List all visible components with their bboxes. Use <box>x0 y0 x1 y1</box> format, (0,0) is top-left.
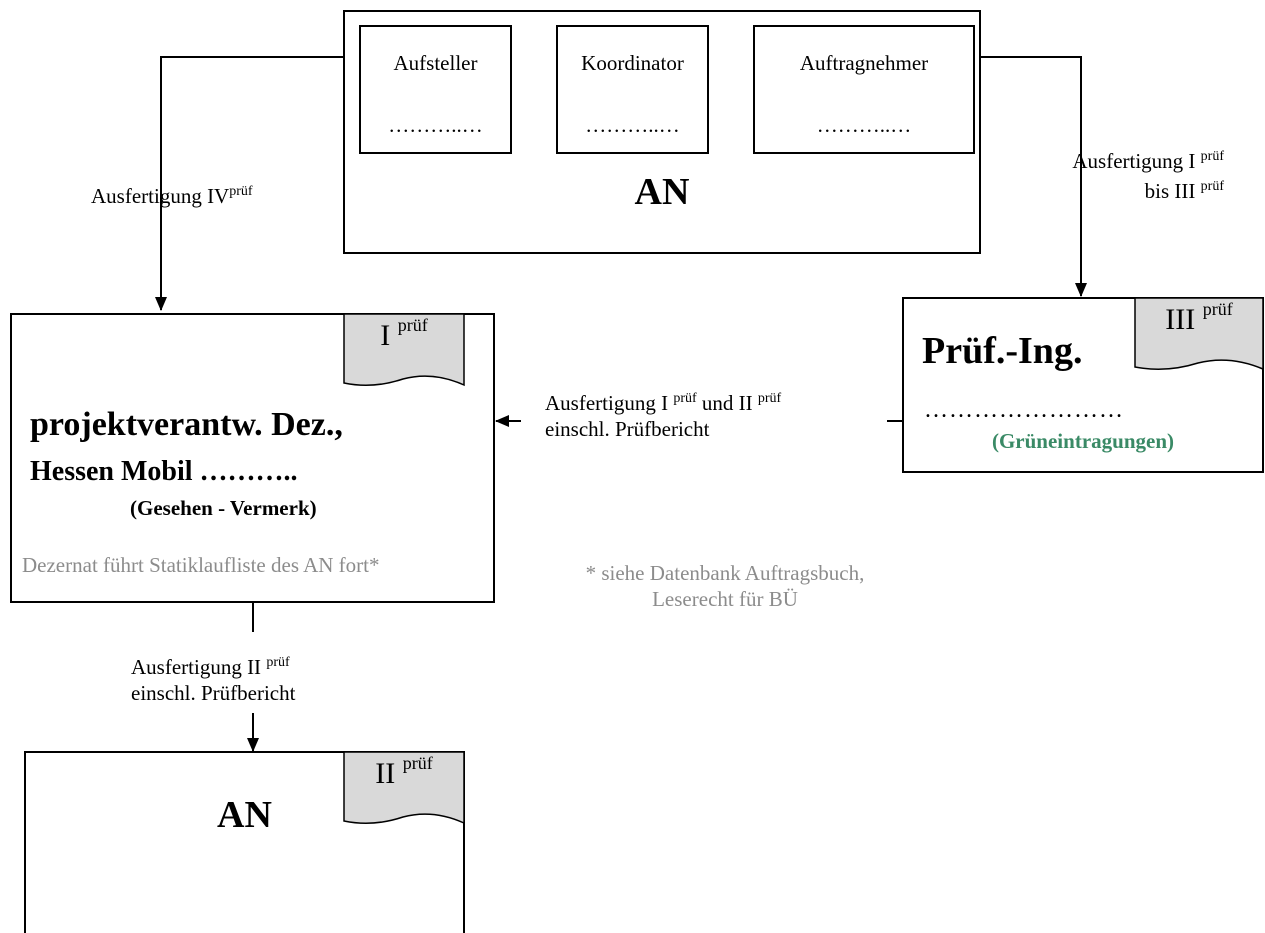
tag-label: III prüf <box>1134 299 1264 337</box>
step-koordinator: Koordinator ………..… <box>556 25 709 154</box>
edge-label-line2: einschl. Prüfbericht <box>545 417 710 441</box>
edge-label-sup-b: prüf <box>757 391 782 406</box>
edge-label-middle: Ausfertigung I prüf und II prüf einschl.… <box>545 386 781 442</box>
edge-label-right: Ausfertigung I prüf bis III prüf <box>1026 144 1224 204</box>
edge-label-sup-a: prüf <box>673 391 697 406</box>
tag-label: II prüf <box>343 753 465 791</box>
edge-label-text: Ausfertigung IV <box>91 184 230 208</box>
pruefing-box: Prüf.-Ing. …………………… (Grüneintragungen) <box>902 297 1264 473</box>
dezernat-footer: Dezernat führt Statiklaufliste des AN fo… <box>22 553 380 577</box>
document-tag-ii: II prüf <box>343 751 465 831</box>
edge-label-line2: bis III <box>1144 179 1196 203</box>
step-auftragnehmer: Auftragnehmer ………..… <box>753 25 975 154</box>
dezernat-subtitle: Hessen Mobil ……….. <box>30 456 298 487</box>
pruefing-title: Prüf.-Ing. <box>922 330 1083 372</box>
edge-label-sup1: prüf <box>266 655 290 670</box>
document-tag-i: I prüf <box>343 313 465 393</box>
edge-label-sup2: prüf <box>1200 179 1224 194</box>
edge-label-bottom: Ausfertigung II prüf einschl. Prüfberich… <box>131 650 295 706</box>
edge-an-to-pruefing <box>980 56 1087 297</box>
edge-label-line2: einschl. Prüfbericht <box>131 681 296 705</box>
edge-label-line1: Ausfertigung I <box>1072 149 1196 173</box>
document-tag-icon <box>343 313 465 387</box>
edge-label-sup: prüf <box>229 184 253 199</box>
an-top-label: AN <box>634 171 690 213</box>
footnote-line1: * siehe Datenbank Auftragsbuch, <box>585 561 865 585</box>
dezernat-note: (Gesehen - Vermerk) <box>130 496 317 520</box>
tag-sup: prüf <box>1202 299 1233 319</box>
tag-label: I prüf <box>343 315 465 353</box>
footnote: * siehe Datenbank Auftragsbuch, Leserech… <box>540 560 910 612</box>
step-aufsteller: Aufsteller ………..… <box>359 25 512 154</box>
edge-label-sup1: prüf <box>1200 149 1224 164</box>
edge-an-to-dezernat <box>155 56 344 311</box>
tag-sup: prüf <box>397 315 428 335</box>
footnote-line2: Leserecht für BÜ <box>652 587 798 611</box>
tag-roman: III <box>1165 303 1196 336</box>
an-top-box: Aufsteller ………..… Koordinator ………..… Auf… <box>343 10 981 254</box>
step-title: Koordinator <box>581 51 684 75</box>
step-dots: ………..… <box>816 113 912 137</box>
document-tag-icon <box>343 751 465 825</box>
step-dots: ………..… <box>585 113 680 137</box>
step-title: Auftragnehmer <box>799 51 929 75</box>
tag-roman: I <box>380 319 391 352</box>
document-tag-iii: III prüf <box>1134 297 1264 377</box>
document-tag-icon <box>1134 297 1264 371</box>
an-bottom-label: AN <box>217 794 272 836</box>
step-title: Aufsteller <box>393 51 478 75</box>
edge-label-line1: Ausfertigung II <box>131 655 262 679</box>
tag-roman: II <box>375 757 396 790</box>
pruefing-dots: …………………… <box>924 397 1124 423</box>
pruefing-note: (Grüneintragungen) <box>991 429 1174 453</box>
edge-label-text-a: Ausfertigung I <box>545 391 669 415</box>
dezernat-title: projektverantw. Dez., <box>30 406 343 443</box>
step-dots: ………..… <box>388 113 483 137</box>
tag-sup: prüf <box>402 753 433 773</box>
edge-label-text-b: und II <box>696 391 753 415</box>
edge-label-left: Ausfertigung IVprüf <box>91 179 253 209</box>
